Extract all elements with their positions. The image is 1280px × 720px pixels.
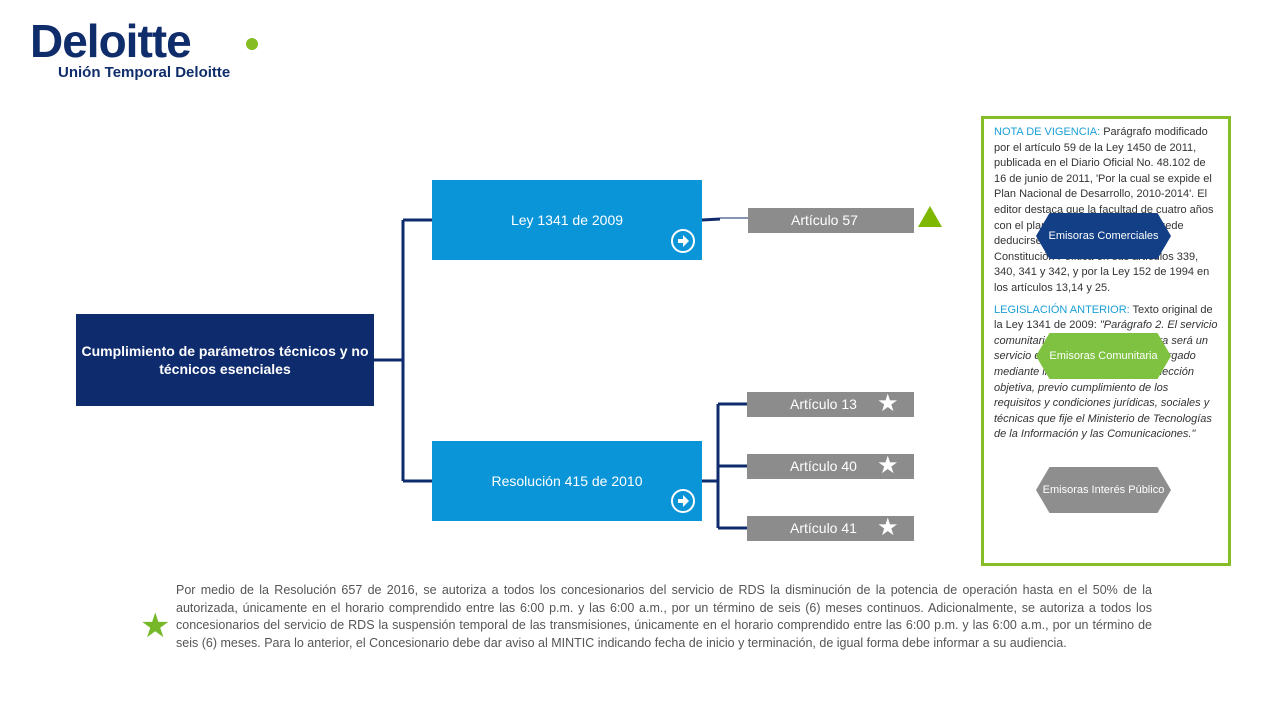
branch-resolucion-415[interactable]: Resolución 415 de 2010 bbox=[432, 441, 702, 521]
article-57[interactable]: Artículo 57 bbox=[748, 208, 914, 233]
badge-emisoras-comerciales[interactable]: Emisoras Comerciales bbox=[1036, 213, 1171, 259]
article-41[interactable]: Artículo 41 ★ bbox=[747, 514, 914, 541]
star-icon: ★ bbox=[140, 607, 171, 645]
legislacion-label: LEGISLACIÓN ANTERIOR: bbox=[994, 303, 1130, 316]
branch-label: Ley 1341 de 2009 bbox=[510, 212, 624, 228]
article-13[interactable]: Artículo 13 ★ bbox=[747, 390, 914, 417]
root-node: Cumplimiento de parámetros técnicos y no… bbox=[76, 314, 374, 406]
article-40[interactable]: Artículo 40 ★ bbox=[747, 452, 914, 479]
badge-emisoras-comunitaria[interactable]: Emisoras Comunitaria bbox=[1036, 333, 1171, 379]
article-label: Artículo 41 bbox=[790, 520, 857, 536]
branch-label: Resolución 415 de 2010 bbox=[491, 473, 643, 489]
logo-subtitle: Unión Temporal Deloitte bbox=[58, 64, 231, 81]
article-label: Artículo 40 bbox=[790, 458, 857, 474]
star-icon: ★ bbox=[877, 452, 899, 479]
legislacion-text: Texto original de la Ley 1341 de 2009: bbox=[994, 303, 1213, 332]
branch-ley-1341[interactable]: Ley 1341 de 2009 bbox=[432, 180, 702, 260]
vigencia-text: Parágrafo modificado por el artículo 59 … bbox=[994, 126, 1214, 294]
arrow-circle-right-icon[interactable] bbox=[671, 229, 695, 253]
deloitte-logo: Deloitte bbox=[30, 15, 192, 67]
green-triangle-icon bbox=[918, 206, 942, 227]
footer-paragraph: Por medio de la Resolución 657 de 2016, … bbox=[176, 583, 1152, 650]
vigencia-label: NOTA DE VIGENCIA: bbox=[994, 126, 1101, 138]
article-label: Artículo 57 bbox=[791, 212, 858, 228]
arrow-circle-right-icon[interactable] bbox=[671, 489, 695, 513]
logo-green-dot bbox=[246, 38, 258, 50]
star-icon: ★ bbox=[877, 514, 899, 541]
article-label: Artículo 13 bbox=[790, 396, 857, 412]
badge-emisoras-interes-publico[interactable]: Emisoras Interés Público bbox=[1036, 467, 1171, 513]
star-icon: ★ bbox=[877, 390, 899, 417]
vigencia-note: NOTA DE VIGENCIA: Parágrafo modificado p… bbox=[994, 125, 1218, 297]
